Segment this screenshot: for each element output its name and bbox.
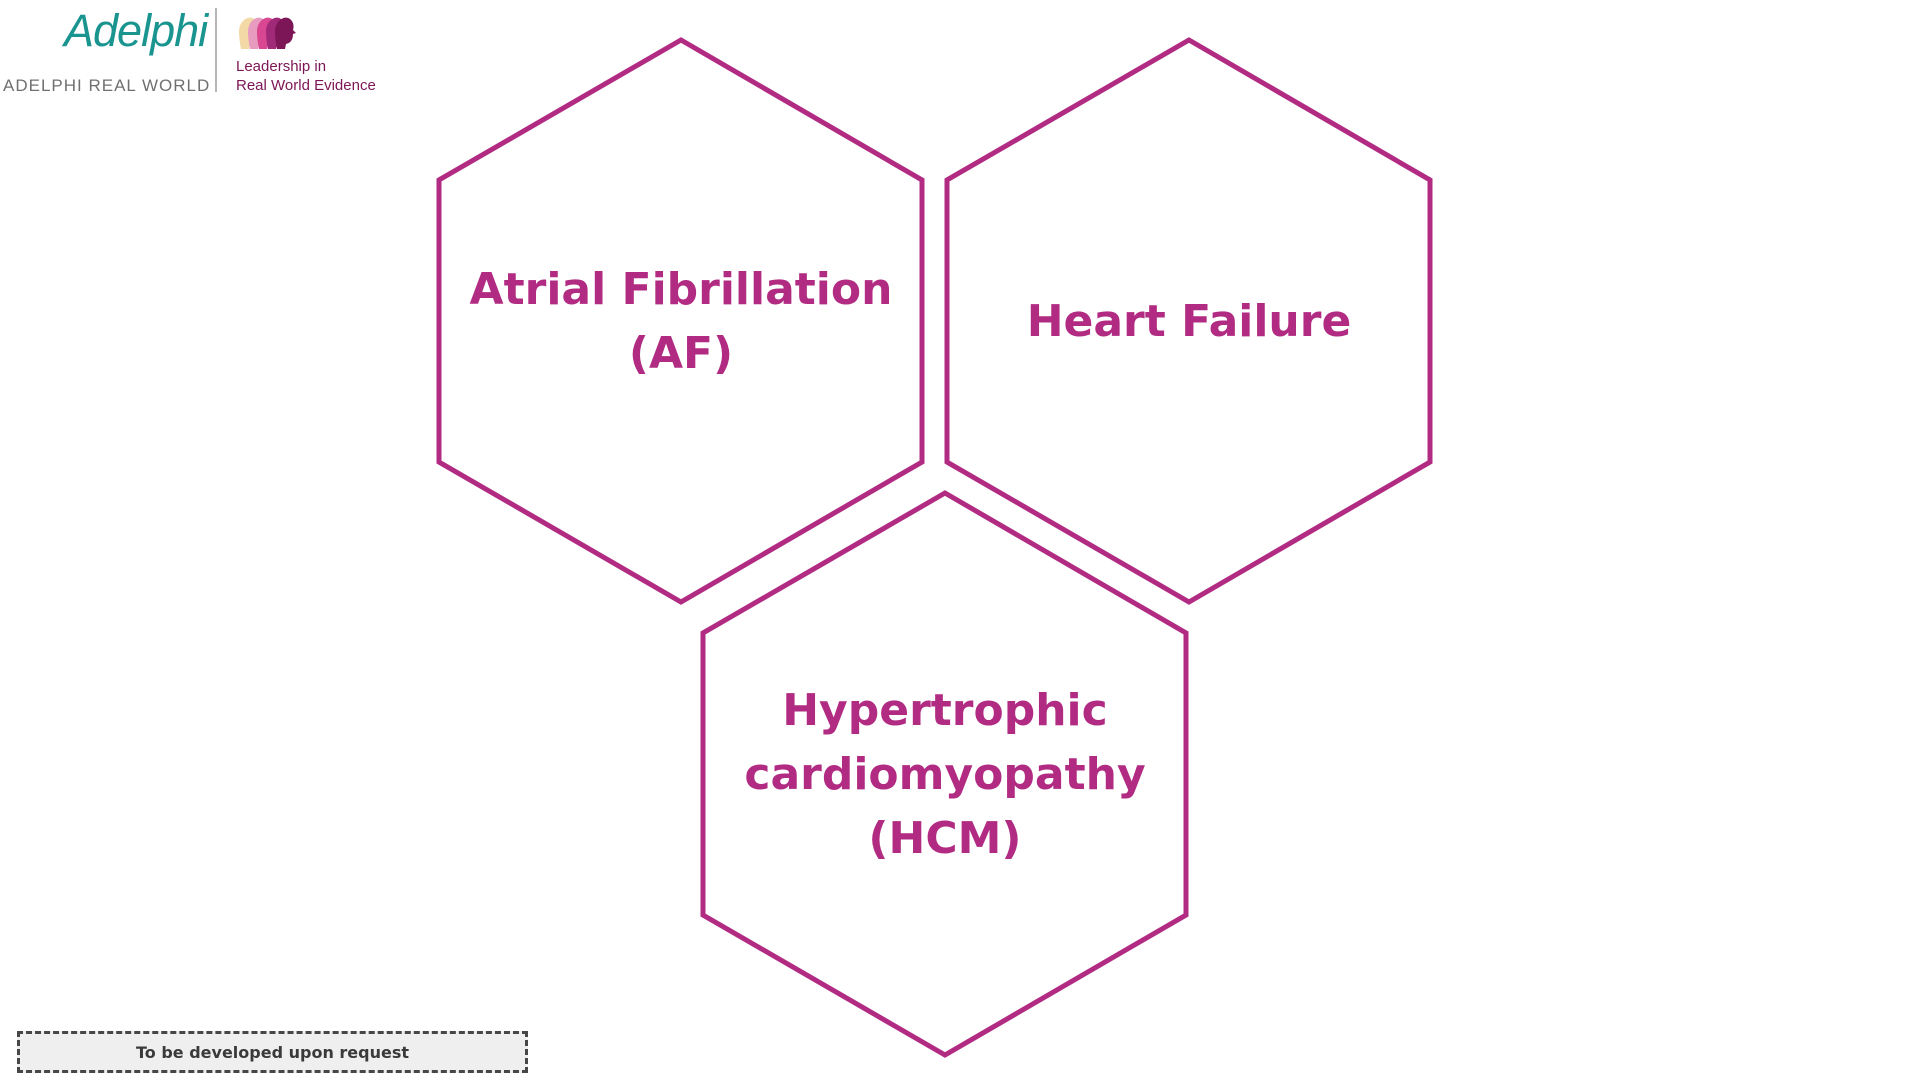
- logo-subtitle: ADELPHI REAL WORLD: [3, 76, 211, 95]
- hexagon-label-hcm-line1: Hypertrophic: [782, 685, 1108, 736]
- logo-divider: [215, 8, 217, 92]
- logo-tagline-line1: Leadership in: [236, 58, 327, 75]
- logo-wordmark: Adelphi: [64, 5, 208, 56]
- hexagon-label-hcm-line2: cardiomyopathy: [744, 749, 1146, 800]
- hexagon-label-af-line2: (AF): [628, 328, 734, 379]
- adelphi-logo: Adelphi ADELPHI REAL WORLD Leadership in…: [0, 0, 400, 110]
- hexagon-label-heart-failure-line1: Heart Failure: [1026, 296, 1352, 347]
- development-status-badge: To be developed upon request: [17, 1031, 528, 1073]
- logo-tagline: Leadership in Real World Evidence: [236, 57, 376, 95]
- hexagon-atrial-fibrillation: [436, 37, 925, 605]
- hexagon-label-hcm: Hypertrophic cardiomyopathy (HCM): [705, 677, 1185, 873]
- hexagon-label-hcm-line3: (HCM): [868, 813, 1022, 864]
- hexagon-hypertrophic-cardiomyopathy: [700, 490, 1189, 1058]
- overlapping-profile-faces-icon: [239, 17, 296, 49]
- face-silhouette-5: [275, 17, 296, 49]
- hexagon-label-af: Atrial Fibrillation (AF): [441, 255, 921, 389]
- hexagon-heart-failure: [944, 37, 1433, 605]
- hexagon-label-heart-failure: Heart Failure: [949, 288, 1429, 356]
- hexagon-label-af-line1: Atrial Fibrillation: [469, 264, 893, 315]
- logo-tagline-line2: Real World Evidence: [236, 77, 376, 94]
